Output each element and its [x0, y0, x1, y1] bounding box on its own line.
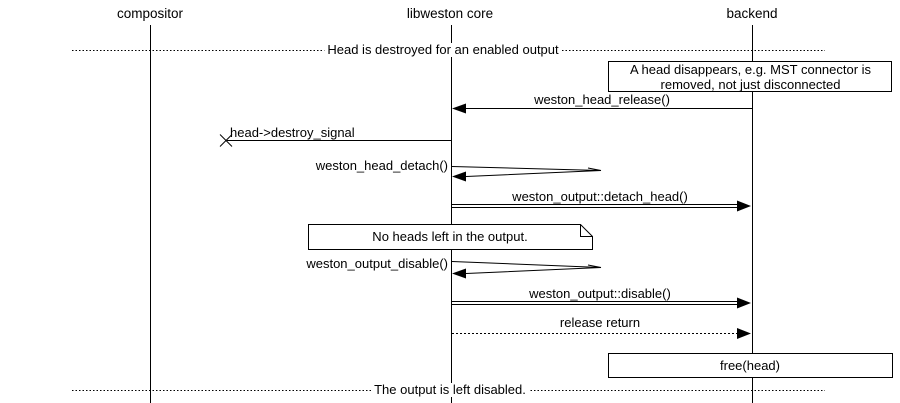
- message-detach-head-label: weston_output::detach_head(): [512, 189, 688, 204]
- note-head-disappears-line2: removed, not just disconnected: [660, 77, 841, 92]
- divider-head-destroyed: Head is destroyed for an enabled output: [324, 43, 562, 57]
- message-output-disable-impl-label: weston_output::disable(): [529, 286, 671, 301]
- note-no-heads-text: No heads left in the output.: [372, 229, 528, 244]
- note-head-disappears-line1: A head disappears, e.g. MST connector is: [629, 62, 872, 77]
- arrow-head-detach-self: [451, 166, 602, 182]
- note-head-disappears-text: A head disappears, e.g. MST connector is…: [609, 62, 892, 92]
- arrow-detach-head: [452, 200, 751, 212]
- message-output-disable-label: weston_output_disable(): [306, 256, 448, 271]
- box-free-head: [608, 353, 893, 378]
- message-head-detach-label: weston_head_detach(): [315, 158, 448, 173]
- box-free-head-text: free(head): [720, 358, 780, 373]
- message-destroy-signal-label: head->destroy_signal: [230, 125, 355, 140]
- participant-libweston-core: libweston core: [406, 6, 494, 21]
- arrow-output-disable-self: [451, 261, 602, 279]
- message-release-return-label: release return: [559, 315, 641, 330]
- message-head-release-label: weston_head_release(): [534, 92, 670, 107]
- note-box-no-heads: [308, 224, 593, 250]
- divider-output-disabled: The output is left disabled.: [371, 383, 529, 397]
- arrow-output-disable-impl: [452, 297, 751, 309]
- arrow-head-release: [452, 103, 752, 114]
- note-box-head-disappears: [608, 61, 892, 92]
- arrow-destroy-signal-lost: [219, 134, 451, 147]
- participant-compositor: compositor: [116, 6, 184, 21]
- arrow-release-return: [452, 328, 751, 339]
- participant-backend: backend: [726, 6, 778, 21]
